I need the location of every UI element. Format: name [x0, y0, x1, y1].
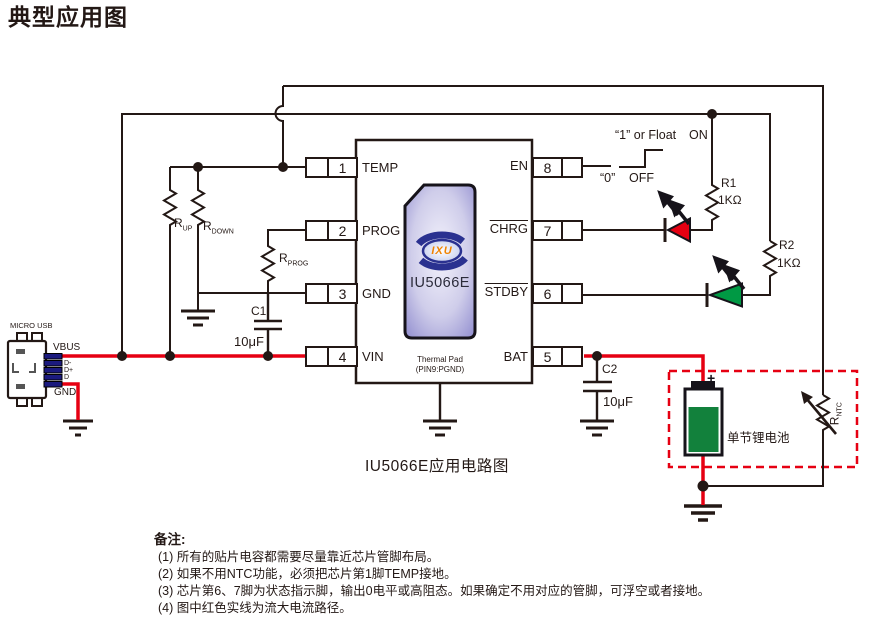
c2-name: C2: [602, 362, 618, 376]
en-off-annotation: OFF: [629, 171, 654, 185]
usb-pin-gnd-label: GND: [54, 387, 77, 398]
usb-pin-vbus-label: VBUS: [53, 342, 81, 353]
pin-name-stdby: STDBY: [484, 284, 528, 299]
thermal-pad-label: Thermal Pad: [417, 355, 463, 364]
chip-ic: [354, 138, 534, 385]
note-item-1: (1) 所有的贴片电容都需要尽量靠近芯片管脚布局。: [158, 550, 440, 564]
pin-name-chrg: CHRG: [489, 221, 528, 236]
note-item-2: (2) 如果不用NTC功能，必须把芯片第1脚TEMP接地。: [158, 567, 457, 581]
chip-logo-text: IXU: [431, 244, 453, 257]
pin-name-prog: PROG: [362, 223, 401, 238]
pin-name-temp: TEMP: [362, 160, 399, 175]
usb-pin-id-label: D: [64, 373, 70, 381]
r1-name: R1: [721, 176, 737, 190]
rntc-base: R: [827, 416, 842, 426]
chip-part-number: IU5066E: [410, 275, 470, 291]
usb-pin-dplus-label: D+: [64, 366, 74, 374]
pin-number-7: 7: [543, 223, 552, 239]
thermal-pad-pin-label: (PIN9:PGND): [415, 365, 465, 374]
en-on-annotation: ON: [689, 128, 708, 142]
battery-dashed-box: [667, 369, 859, 469]
battery-plus-sign: +: [707, 370, 716, 386]
notes-heading: 备注:: [154, 532, 186, 547]
pin-number-5: 5: [543, 349, 552, 365]
note-item-3: (3) 芯片第6、7脚为状态指示脚，输出0电平或高阻态。如果确定不用对应的管脚，…: [158, 584, 711, 598]
pin-name-vin: VIN: [362, 349, 384, 364]
rdown-base: R: [203, 219, 212, 233]
r1-value: 1KΩ: [718, 193, 742, 207]
figure-caption: IU5066E应用电路图: [365, 458, 509, 475]
c1-value: 10μF: [234, 334, 264, 349]
pin-number-1: 1: [338, 160, 347, 176]
r2-name: R2: [779, 238, 795, 252]
c1-name: C1: [251, 304, 267, 318]
pin-number-8: 8: [543, 160, 552, 176]
red-led: [657, 190, 691, 244]
r2-value: 1KΩ: [777, 256, 801, 270]
page-title: 典型应用图: [8, 4, 128, 30]
en-high-annotation: “1” or Float: [615, 128, 677, 142]
en-low-annotation: “0”: [600, 171, 616, 185]
ground-symbols: [63, 309, 722, 522]
pin-number-4: 4: [338, 349, 347, 365]
junction-dots: [117, 109, 717, 492]
pin-name-en: EN: [509, 158, 528, 173]
led-emission-arrows: [712, 255, 746, 291]
rprog-sub: PROG: [287, 260, 309, 268]
signal-wires: [121, 85, 837, 487]
usb-pin-dminus-label: D-: [64, 359, 72, 367]
pin-boxes: [305, 157, 583, 367]
rprog-base: R: [279, 251, 288, 265]
pin-number-3: 3: [338, 286, 347, 302]
rup-sub: UP: [182, 225, 193, 233]
note-item-4: (4) 图中红色实线为流大电流路径。: [158, 601, 352, 615]
c2-value: 10μF: [603, 394, 633, 409]
led-emission-arrows: [657, 190, 691, 226]
rntc-sub: NTC: [836, 402, 844, 417]
pin-number-2: 2: [338, 223, 347, 239]
usb-title: MICRO USB: [10, 321, 53, 330]
rdown-label: RDOWN: [203, 220, 234, 235]
usb-pins: [43, 353, 63, 388]
pin-name-gnd: GND: [362, 286, 391, 301]
green-led: [705, 255, 746, 308]
pin-number-6: 6: [543, 286, 552, 302]
rup-label: RUP: [174, 217, 192, 232]
brand-logo: [412, 231, 472, 271]
usb-connector: [6, 332, 63, 407]
rdown-sub: DOWN: [211, 228, 234, 236]
rup-base: R: [174, 216, 183, 230]
pin-name-bat: BAT: [503, 349, 528, 364]
rprog-label: RPROG: [279, 252, 308, 267]
battery: [683, 381, 724, 457]
battery-label: 单节锂电池: [727, 431, 790, 445]
rntc-label: RNTC: [827, 392, 844, 436]
